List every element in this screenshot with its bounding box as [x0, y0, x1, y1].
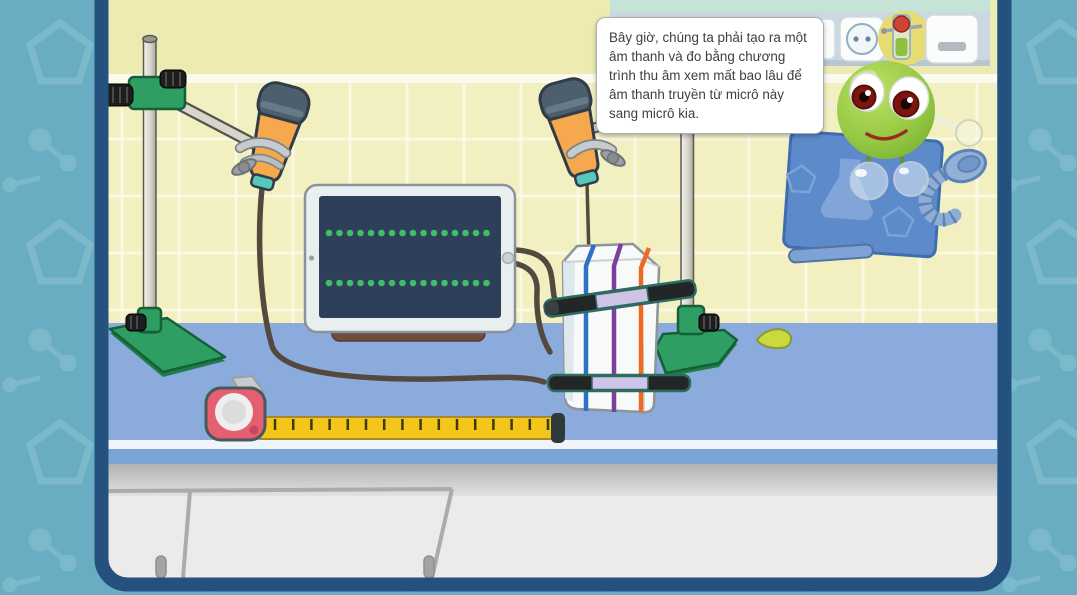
- right-mic-clamp: [565, 139, 626, 167]
- measuring-tape[interactable]: [204, 374, 267, 442]
- speech-bubble: Bây giờ, chúng ta phải tạo ra một âm tha…: [596, 17, 824, 135]
- scene-frame: [94, 0, 1012, 592]
- light-switch[interactable]: [925, 14, 979, 64]
- right-microphone[interactable]: [536, 75, 612, 190]
- knurled-knob[interactable]: [125, 313, 147, 332]
- tablet-screen[interactable]: [319, 196, 501, 318]
- recording-dots: [325, 229, 490, 287]
- marker-pen-bottom[interactable]: [546, 373, 692, 393]
- robot-mascot[interactable]: [782, 14, 989, 264]
- knurled-knob[interactable]: [99, 83, 134, 107]
- drawer-handle[interactable]: [155, 555, 167, 578]
- left-mic-clamp: [231, 137, 292, 176]
- knurled-knob[interactable]: [698, 313, 720, 332]
- robot-antenna: [881, 14, 923, 60]
- robot-head: [837, 61, 935, 159]
- home-button[interactable]: [501, 251, 515, 265]
- drawer-handle[interactable]: [423, 555, 435, 578]
- milk-carton[interactable]: [543, 242, 697, 414]
- robot-mouth: [865, 129, 908, 141]
- cabinet: [108, 464, 997, 578]
- speech-bubble-text: Bây giờ, chúng ta phải tạo ra một âm tha…: [609, 30, 807, 122]
- robot-tube-arm: [918, 148, 988, 227]
- rubber-band-purple: [611, 243, 624, 412]
- marker-pen-top[interactable]: [543, 279, 697, 318]
- rubber-band-orange: [638, 247, 652, 412]
- rubber-band-blue: [583, 244, 597, 411]
- tablet-cable: [497, 247, 560, 308]
- microphone-cable: [256, 185, 547, 385]
- left-stand: [99, 34, 268, 377]
- tablet[interactable]: [303, 183, 517, 342]
- putty-blob[interactable]: [755, 327, 793, 350]
- knurled-knob[interactable]: [159, 69, 187, 89]
- power-socket: [839, 16, 885, 62]
- robot-bubble-hand: [955, 119, 983, 147]
- robot-bubble-feet: [849, 161, 929, 201]
- camera-dot: [308, 255, 315, 261]
- robot-clipboard-clip: [788, 243, 874, 264]
- tablet-cable: [497, 259, 553, 355]
- ruler[interactable]: [259, 413, 565, 443]
- tape-end-hook: [551, 413, 565, 443]
